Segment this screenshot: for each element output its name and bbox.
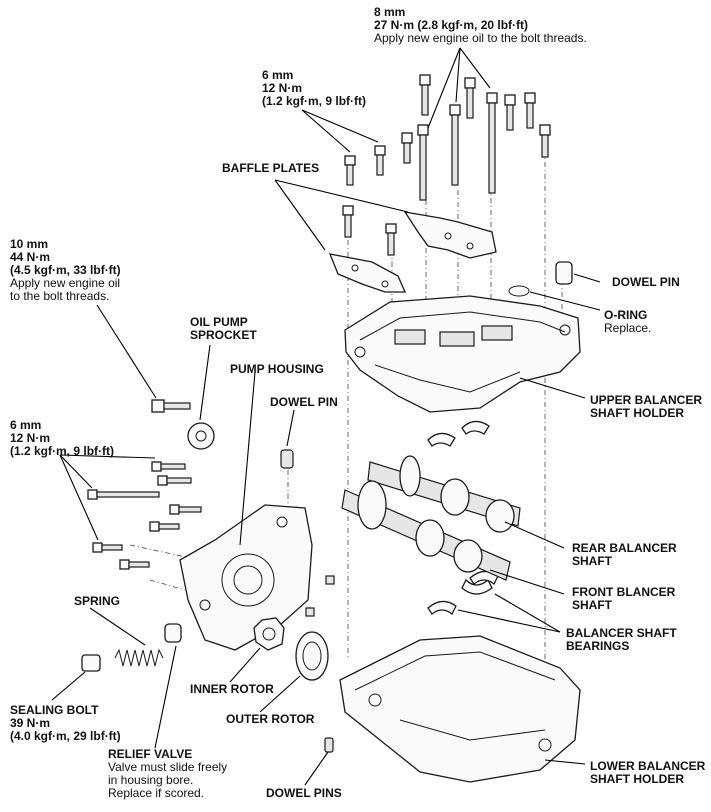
- front-shaft-line1: FRONT BLANCER: [572, 585, 676, 599]
- lower-holder-line1: LOWER BALANCER: [590, 759, 706, 773]
- dowel-pin-and-o-ring: [508, 261, 573, 297]
- pump-housing-bolts: [87, 461, 202, 570]
- label-outer-rotor: OUTER ROTOR: [226, 713, 314, 726]
- relief-valve-note-1: Valve must slide freely: [108, 760, 228, 774]
- assembly-centerlines: [129, 150, 563, 660]
- relief-valve-title: RELIEF VALVE: [108, 747, 193, 761]
- bolt-10mm-note-1: Apply new engine oil: [10, 276, 121, 290]
- label-oil-pump-sprocket: OIL PUMP SPROCKET: [190, 316, 257, 342]
- bolt-6mm-top-size: 6 mm: [262, 68, 294, 82]
- oil-pump-sprocket-line1: OIL PUMP: [190, 315, 248, 329]
- label-inner-rotor: INNER ROTOR: [190, 683, 274, 696]
- sealing-bolt-torque: 39 N·m: [10, 716, 51, 730]
- sealing-bolt-torque-alt: (4.0 kgf·m, 29 lbf·ft): [10, 729, 121, 743]
- bolt-10mm-size: 10 mm: [10, 237, 49, 251]
- bolt-6mm-left-torque: 12 N·m: [10, 431, 51, 445]
- bolt-6mm-top-torque-alt: (1.2 kgf·m, 9 lbf·ft): [262, 94, 366, 108]
- label-lower-holder: LOWER BALANCER SHAFT HOLDER: [590, 760, 705, 786]
- bolt-10mm-note-2: to the bolt threads.: [10, 289, 110, 303]
- rear-shaft-line1: REAR BALANCER: [572, 541, 677, 555]
- sealing-bolt-title: SEALING BOLT: [10, 703, 99, 717]
- label-bearings: BALANCER SHAFT BEARINGS: [566, 627, 677, 653]
- baffle-plates-text: BAFFLE PLATES: [222, 161, 320, 175]
- label-spring: SPRING: [74, 595, 120, 608]
- upper-balancer-shaft-holder: [344, 295, 581, 413]
- relief-valve-note-3: Replace if scored.: [108, 786, 205, 800]
- label-dowel-pin-pump: DOWEL PIN: [270, 396, 338, 409]
- bolt-10mm-torque-alt: (4.5 kgf·m, 33 lbf·ft): [10, 263, 121, 277]
- label-dowel-pin-upper: DOWEL PIN: [612, 276, 680, 289]
- bearings-line1: BALANCER SHAFT: [566, 626, 677, 640]
- label-baffle-plates: BAFFLE PLATES: [222, 162, 319, 175]
- leader-lines: [51, 47, 601, 786]
- bearings-line2: BEARINGS: [566, 639, 630, 653]
- label-sealing-bolt: SEALING BOLT 39 N·m (4.0 kgf·m, 29 lbf·f…: [10, 704, 121, 743]
- spring-text: SPRING: [74, 594, 121, 608]
- pump-housing: [179, 449, 335, 651]
- label-upper-holder: UPPER BALANCER SHAFT HOLDER: [590, 394, 702, 420]
- lower-holder-line2: SHAFT HOLDER: [590, 772, 684, 786]
- front-shaft-line2: SHAFT: [572, 598, 612, 612]
- label-6mm-top-bolts: 6 mm 12 N·m (1.2 kgf·m, 9 lbf·ft): [262, 69, 366, 108]
- dowel-pin-upper-text: DOWEL PIN: [612, 275, 680, 289]
- holder-bolts: [342, 74, 551, 256]
- bolt-8mm-torque: 27 N·m (2.8 kgf·m, 20 lbf·ft): [374, 18, 529, 32]
- outer-rotor-text: OUTER ROTOR: [226, 712, 315, 726]
- bolt-6mm-left-torque-alt: (1.2 kgf·m, 9 lbf·ft): [10, 444, 114, 458]
- label-o-ring: O-RING Replace.: [604, 309, 651, 335]
- balancer-shafts: [341, 455, 521, 581]
- label-relief-valve: RELIEF VALVE Valve must slide freely in …: [108, 748, 227, 800]
- bolt-8mm-note: Apply new engine oil to the bolt threads…: [374, 31, 587, 45]
- inner-rotor-text: INNER ROTOR: [190, 682, 274, 696]
- upper-holder-line1: UPPER BALANCER: [590, 393, 703, 407]
- relief-valve-note-2: in housing bore.: [108, 773, 194, 787]
- bolt-10mm-torque: 44 N·m: [10, 250, 51, 264]
- label-6mm-left-bolts: 6 mm 12 N·m (1.2 kgf·m, 9 lbf·ft): [10, 419, 114, 458]
- upper-holder-line2: SHAFT HOLDER: [590, 406, 684, 420]
- oil-pump-sprocket-and-bolt: [151, 399, 215, 450]
- bolt-6mm-left-size: 6 mm: [10, 418, 42, 432]
- lower-balancer-shaft-holder: [324, 635, 581, 783]
- baffle-plates: [328, 211, 497, 293]
- o-ring-note: Replace.: [604, 321, 652, 335]
- oil-pump-sprocket-line2: SPROCKET: [190, 328, 257, 342]
- label-8mm-bolts: 8 mm 27 N·m (2.8 kgf·m, 20 lbf·ft) Apply…: [374, 6, 587, 45]
- label-dowel-pins-lower: DOWEL PINS: [266, 787, 342, 800]
- pump-rotors: [253, 617, 329, 681]
- label-rear-shaft: REAR BALANCER SHAFT: [572, 542, 677, 568]
- bolt-6mm-top-torque: 12 N·m: [262, 81, 303, 95]
- bolt-8mm-size: 8 mm: [374, 5, 406, 19]
- label-10mm-bolt: 10 mm 44 N·m (4.5 kgf·m, 33 lbf·ft) Appl…: [10, 238, 121, 303]
- label-front-shaft: FRONT BLANCER SHAFT: [572, 586, 675, 612]
- pump-housing-text: PUMP HOUSING: [230, 362, 324, 376]
- label-pump-housing: PUMP HOUSING: [230, 363, 324, 376]
- balancer-shaft-bearings: [427, 420, 499, 616]
- o-ring-title: O-RING: [604, 308, 648, 322]
- relief-valve-assembly: [81, 623, 182, 672]
- rear-shaft-line2: SHAFT: [572, 554, 612, 568]
- dowel-pins-lower-text: DOWEL PINS: [266, 786, 342, 800]
- dowel-pin-pump-text: DOWEL PIN: [270, 395, 338, 409]
